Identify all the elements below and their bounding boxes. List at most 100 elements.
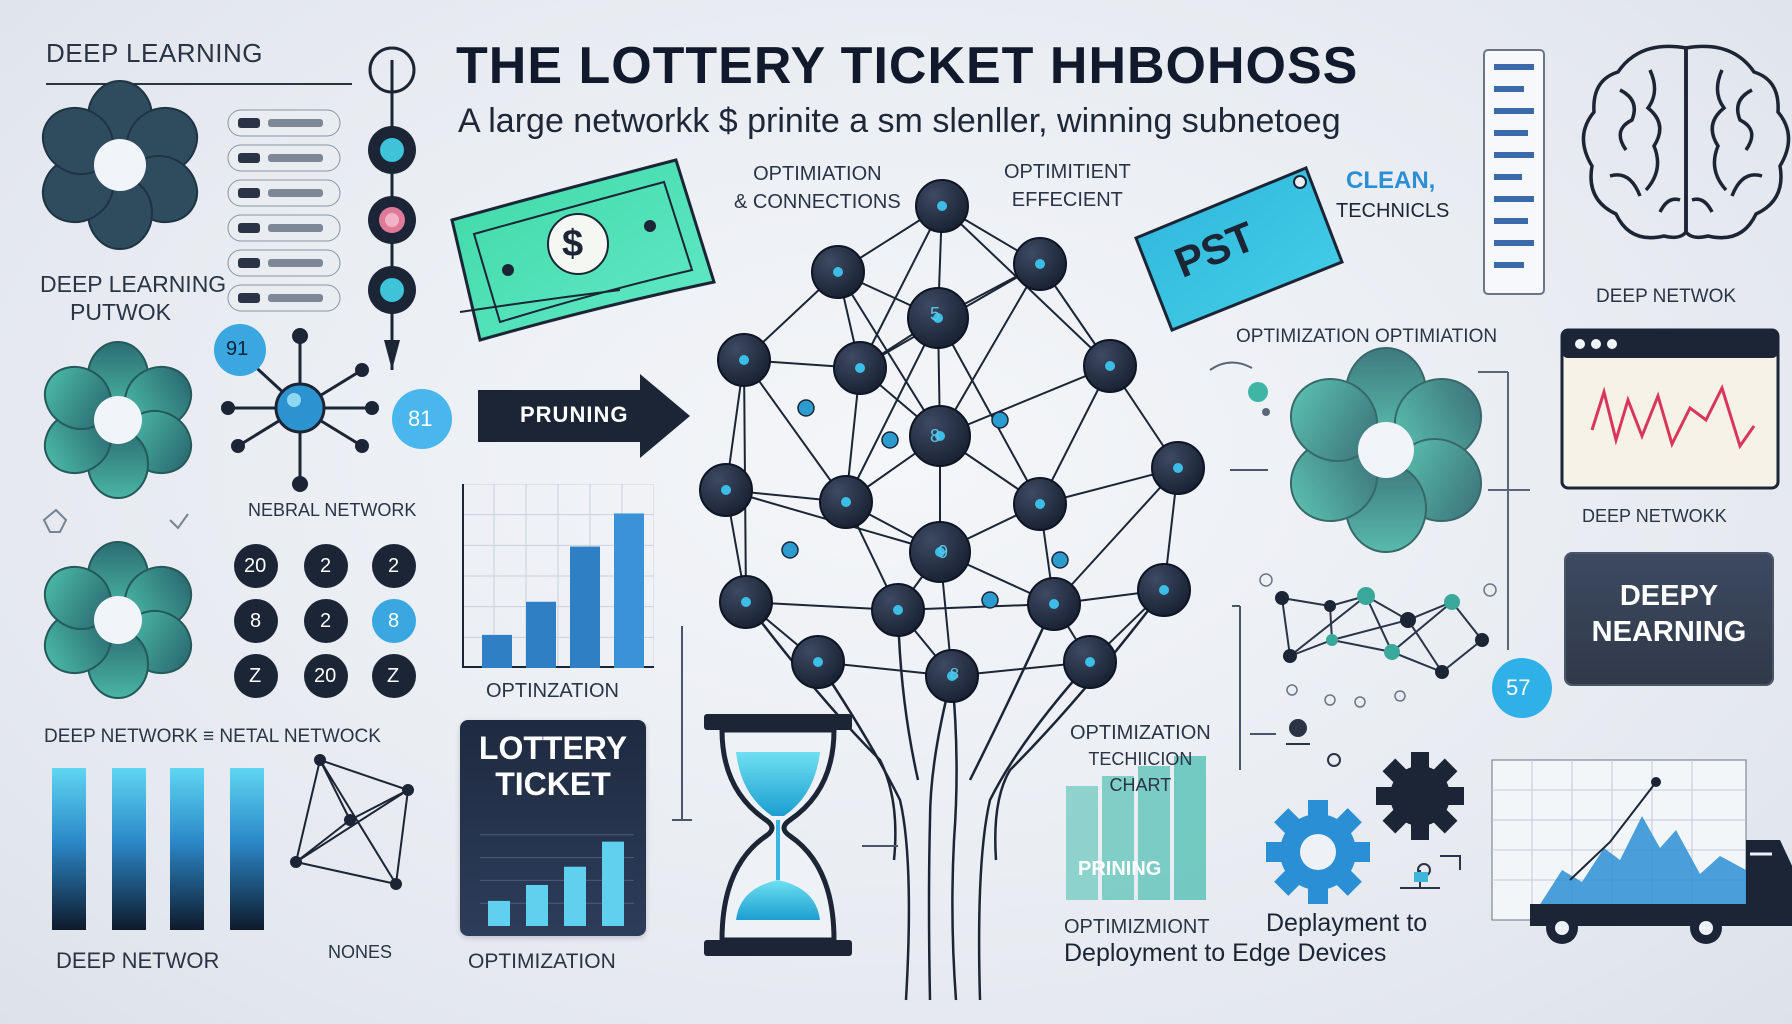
badge-91-text: 91 — [226, 338, 249, 360]
nones-label: NONES — [328, 942, 393, 962]
deepy-nearning-card — [1564, 552, 1774, 686]
node-label: 8 — [950, 666, 959, 683]
pst-tag — [1134, 166, 1344, 332]
digit-token: 2 — [320, 555, 332, 577]
badge-81-text: 81 — [408, 406, 433, 431]
network-node-core — [741, 597, 751, 607]
network-node-core — [1105, 361, 1115, 371]
gear-icon — [1266, 800, 1370, 904]
connector-lines — [672, 469, 1276, 847]
network-mesh — [1259, 573, 1497, 708]
lottery-network-tree — [699, 179, 1205, 1001]
deepy-nearning-label: DEEPY NEARNING — [1564, 578, 1774, 650]
ticket-chart-bar — [526, 884, 548, 926]
tree-trunk-line — [994, 589, 1165, 861]
lottery-ticket-title-line1: LOTTERY — [478, 730, 628, 766]
brain-icon — [1581, 44, 1791, 240]
optimization-bar-chart-svg — [461, 483, 655, 669]
optimitient-efficient-label: OPTIMITIENT EFFECIENT — [1004, 158, 1131, 214]
lottery-ticket-title-line2: TICKET — [495, 766, 611, 802]
otc-line2: TECHIICION — [1088, 749, 1193, 769]
optimization-connections-line2: & CONNECTIONS — [734, 191, 901, 213]
network-edge — [859, 205, 943, 369]
toggle-list — [227, 109, 341, 312]
optinzation-chart-label: OPTINZATION — [486, 680, 619, 702]
clean-line1: CLEAN, — [1346, 167, 1436, 194]
network-node-core — [1173, 463, 1183, 473]
digit-token: 8 — [250, 610, 262, 632]
clean-line2: TECHNICLS — [1336, 200, 1450, 222]
flower-icon — [41, 80, 199, 250]
network-node-core — [841, 497, 851, 507]
tree-trunk-line — [968, 603, 1056, 781]
network-accent-dot — [991, 411, 1009, 429]
network-node-core — [813, 657, 823, 667]
digit-token: 2 — [388, 555, 400, 577]
tree-trunk-line — [977, 661, 1091, 1001]
network-edge — [937, 317, 1041, 505]
truck-icon — [1491, 759, 1792, 944]
network-node-core — [1049, 599, 1059, 609]
network-accent-dot — [981, 591, 999, 609]
flower-icon — [1289, 347, 1483, 553]
flower-icon — [43, 541, 193, 699]
browser-window-chart — [1560, 328, 1780, 490]
tree-trunk-line — [950, 675, 958, 1001]
deepy-line2: NEARNING — [1591, 616, 1747, 648]
page-subtitle: A large networkk $ prinite a sm slenller… — [458, 102, 1341, 140]
deep-netwokk-label: DEEP NETWOKK — [1582, 506, 1727, 526]
deep-learning-putwok-line2: PUTWOK — [70, 299, 171, 325]
digit-tokens — [234, 544, 416, 698]
network-edge — [939, 263, 1041, 437]
ticket-chart-bar — [602, 841, 624, 926]
node-label: 8 — [930, 426, 941, 446]
network-node-core — [937, 201, 947, 211]
network-node-core — [1159, 585, 1169, 595]
lottery-ticket-chart — [480, 834, 634, 926]
network-edge — [837, 271, 941, 437]
network-accent-dot — [1051, 551, 1069, 569]
network-accent-dot — [781, 541, 799, 559]
lottery-ticket-title: LOTTERY TICKET — [460, 730, 646, 802]
hourglass-icon — [704, 714, 852, 956]
ticket-chart-bar — [488, 900, 510, 926]
optimitient-efficient-line1: OPTIMITIENT — [1004, 161, 1131, 183]
badge-57-text: 57 — [1506, 675, 1531, 700]
small-ghost-icon — [42, 508, 189, 533]
deepy-line1: DEEPY — [1619, 580, 1719, 612]
network-node-core — [1085, 657, 1095, 667]
network-node-core — [947, 671, 957, 681]
deep-networks-label: DEEP NETWORK ≡ NETAL NETWOCK — [44, 726, 381, 747]
network-node-core — [1035, 499, 1045, 509]
optimization-bottom-label: OPTIMIZATION — [468, 950, 616, 973]
optimizmiont-label: OPTIMIZMIONT — [1064, 916, 1210, 938]
network-accent-dot — [881, 431, 899, 449]
pruning-arrow-label: PRUNING — [520, 402, 629, 427]
flower-icon — [43, 341, 193, 499]
lottery-ticket-card: LOTTERY TICKET — [460, 720, 646, 936]
optimization-connections-label: OPTIMIATION & CONNECTIONS — [734, 160, 901, 216]
otc-line1: OPTIMIZATION — [1070, 722, 1211, 744]
money-symbol: $ — [562, 223, 584, 265]
decorative-connector-icons — [1209, 361, 1530, 650]
node-label: 9 — [938, 542, 949, 562]
deep-learning-putwok-label: DEEP LEARNING PUTWOK — [40, 270, 226, 326]
document-icon — [1483, 49, 1545, 295]
node-chain — [368, 46, 416, 370]
digit-token: 20 — [244, 555, 267, 577]
badge-57 — [1492, 658, 1552, 718]
node-label: 5 — [930, 304, 941, 324]
chart-bar — [614, 513, 644, 668]
network-edge — [1053, 467, 1179, 605]
network-node-core — [1035, 259, 1045, 269]
network-edge — [845, 317, 939, 503]
badge-81 — [392, 389, 452, 449]
otc-line3: CHART — [1109, 775, 1172, 795]
clean-technicls-label: CLEAN, TECHNICLS — [1336, 166, 1449, 226]
money-icon — [450, 158, 716, 342]
deplayment-line1: Deplayment to — [1266, 909, 1428, 937]
network-node-core — [935, 431, 945, 441]
nones-graph-icon — [290, 754, 414, 890]
deep-networ-label: DEEP NETWOR — [56, 948, 220, 973]
